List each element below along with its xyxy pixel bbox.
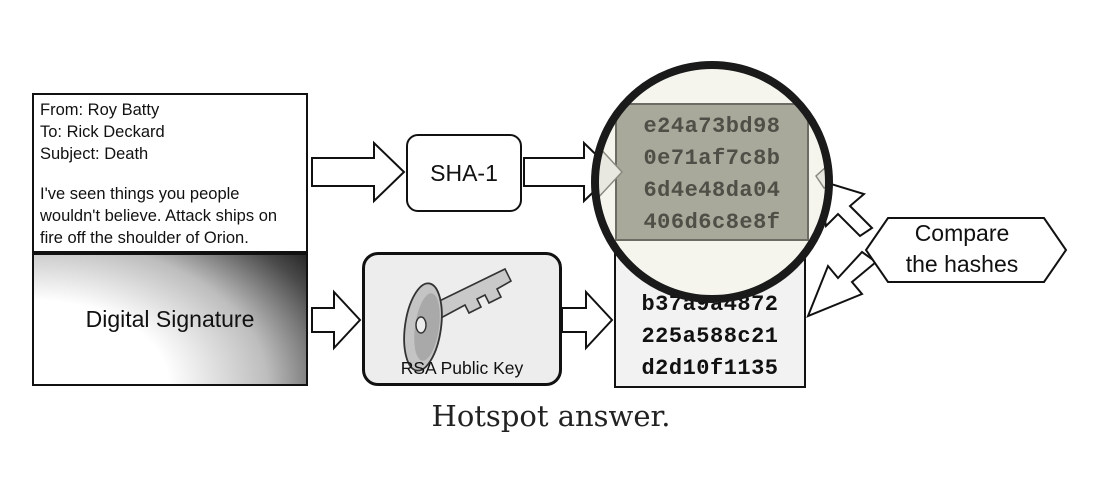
key-icon [403, 267, 513, 372]
compare-hashes-label: Compare the hashes [900, 218, 1024, 280]
digital-signature-label: Digital Signature [85, 306, 255, 332]
hash-line: 6d4e48da04 [643, 178, 781, 203]
compare-line-2: the hashes [905, 251, 1019, 277]
arrow-email-to-sha [311, 140, 406, 204]
email-subject: Subject: Death [40, 145, 149, 163]
magnifier-lens-icon [591, 61, 833, 303]
rsa-public-key-label: RSA Public Key [400, 358, 524, 378]
arrow-signature-to-rsa [311, 289, 362, 351]
hash-line: d2d10f1135 [641, 356, 779, 381]
email-to: To: Rick Deckard [40, 123, 165, 141]
email-body-line: I've seen things you people [40, 185, 240, 203]
sha1-box: SHA-1 [406, 134, 522, 212]
arrow-rsa-to-hash [561, 289, 614, 351]
hash-line: 406d6c8e8f [643, 210, 781, 235]
email-body-line: wouldn't believe. Attack ships on [40, 207, 278, 225]
hash-line: 225a588c21 [641, 324, 779, 349]
email-from: From: Roy Batty [40, 101, 160, 119]
email-message-box: From: Roy Batty To: Rick Deckard Subject… [32, 93, 308, 253]
compare-hexagon [864, 217, 1068, 283]
hash-line: 0e71af7c8b [643, 146, 781, 171]
rsa-public-key-box: RSA Public Key [362, 252, 562, 386]
sha1-label: SHA-1 [430, 159, 498, 186]
hotspot-magnifier[interactable]: e24a73bd98 0e71af7c8b 6d4e48da04 406d6c8… [588, 58, 836, 306]
arrow-compare-to-bottom-hash [806, 250, 878, 318]
digital-signature-box: Digital Signature [32, 253, 308, 386]
compare-line-1: Compare [914, 220, 1010, 246]
hash-line: e24a73bd98 [643, 114, 781, 139]
email-body-line: fire off the shoulder of Orion. [40, 229, 249, 247]
caption: Hotspot answer. [431, 399, 671, 433]
hashed-message-box: e24a73bd98 0e71af7c8b 6d4e48da04 406d6c8… [588, 58, 836, 306]
